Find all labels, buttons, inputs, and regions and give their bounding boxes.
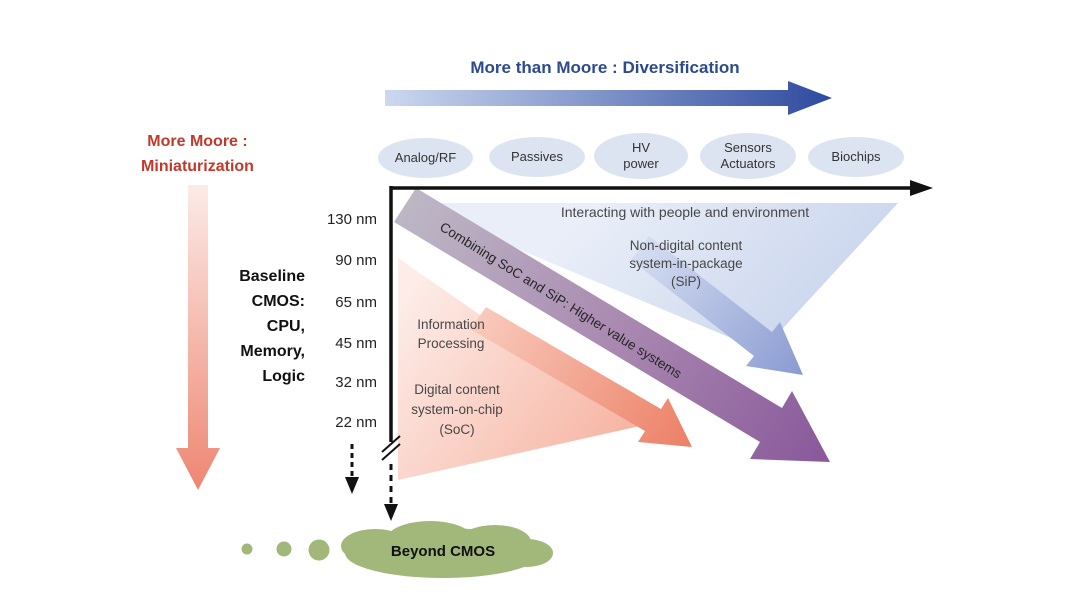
node-label-65nm: 65 nm	[335, 294, 377, 311]
category-passives: Passives	[489, 137, 585, 177]
node-label-130nm: 130 nm	[326, 211, 377, 228]
axis-break-slash	[381, 443, 401, 461]
horizontal-axis-arrowhead	[910, 180, 933, 196]
axis-break-slash	[381, 435, 401, 453]
category-label: Biochips	[831, 149, 881, 165]
baseline-cmos-label: Baseline CMOS: CPU, Memory, Logic	[239, 268, 305, 385]
soc-label: Digital content system-on-chip (SoC)	[411, 382, 503, 437]
beyond-cmos-label: Beyond CMOS	[390, 543, 496, 560]
axis-dashed-arrowhead	[384, 504, 398, 521]
category-label: Passives	[510, 149, 564, 165]
sip-arrow	[631, 236, 803, 375]
node-label-45nm: 45 nm	[335, 335, 377, 352]
node-label-90nm: 90 nm	[335, 252, 377, 269]
diversification-arrow	[385, 81, 832, 115]
category-label: HV power	[623, 140, 659, 171]
soc-arrow	[470, 307, 692, 447]
combining-arrow	[394, 188, 830, 462]
more-than-moore-title: More than Moore : Diversification	[470, 58, 740, 77]
sip-label: Non-digital content system-in-package (S…	[629, 238, 743, 289]
more-moore-title: More Moore : Miniaturization	[141, 133, 254, 175]
soc-region-triangle	[398, 258, 640, 480]
cloud-trail-dots	[241, 539, 330, 561]
category-sensors-actuators: Sensors Actuators	[700, 133, 796, 179]
node-label-32nm: 32 nm	[335, 374, 377, 391]
information-processing-label: Information Processing	[417, 317, 485, 351]
node-dashed-arrowhead	[345, 477, 359, 494]
category-hv-power: HV power	[594, 133, 688, 179]
category-analog-rf: Analog/RF	[378, 138, 473, 178]
category-label: Analog/RF	[394, 150, 457, 166]
interacting-label: Interacting with people and environment	[560, 204, 810, 220]
category-biochips: Biochips	[808, 137, 904, 177]
miniaturization-arrow	[176, 185, 220, 490]
beyond-cmos-cloud	[341, 521, 553, 578]
node-label-22nm: 22 nm	[335, 414, 377, 431]
category-label: Sensors Actuators	[720, 140, 776, 171]
